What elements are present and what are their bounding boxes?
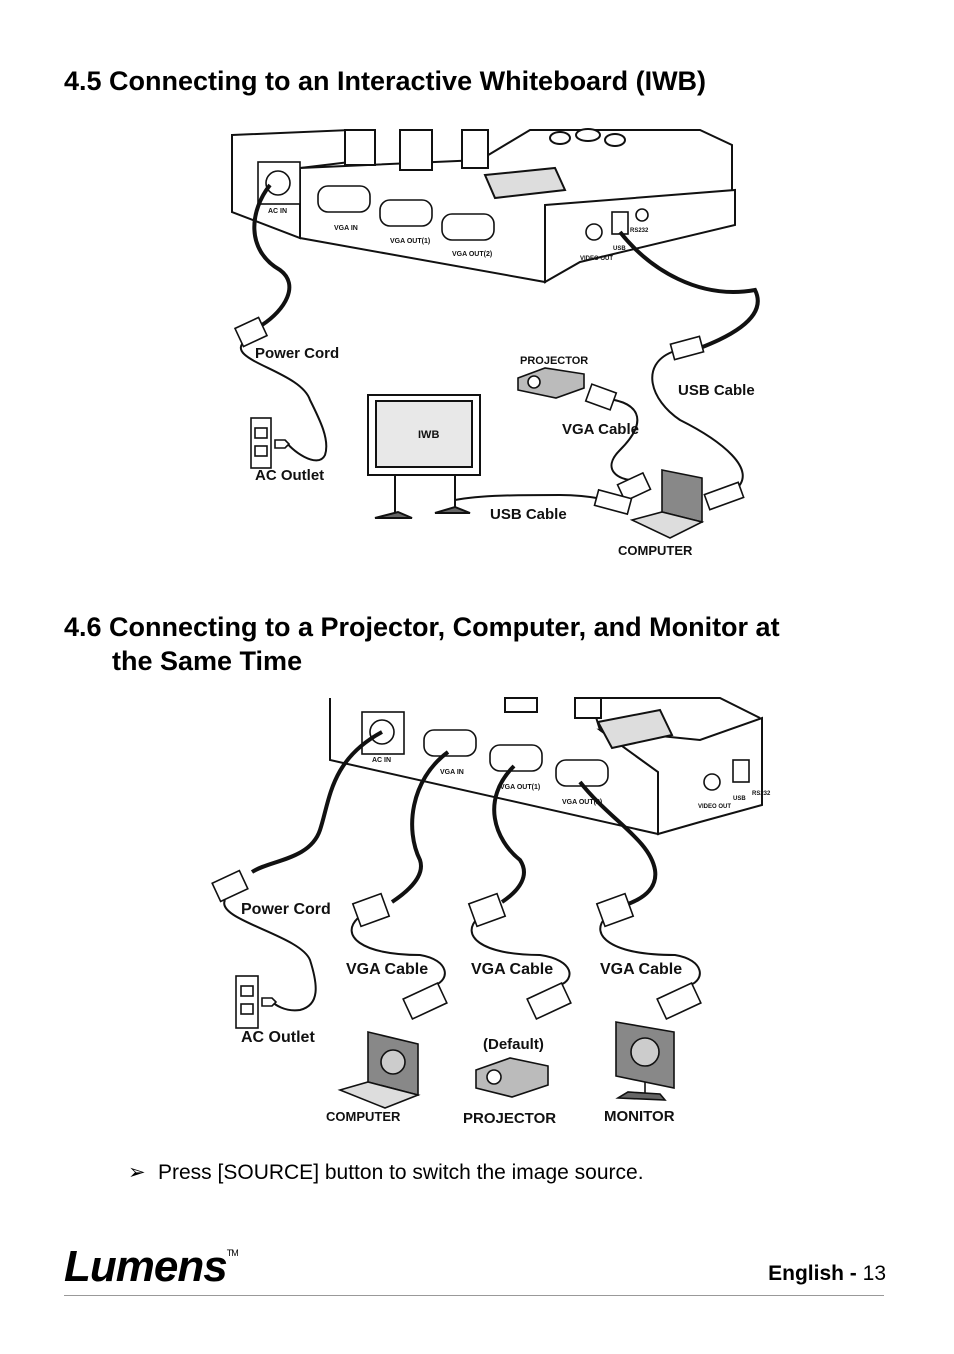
vga-out1-port: [379, 199, 433, 227]
source-note: ➢ Press [SOURCE] button to switch the ima…: [128, 1160, 644, 1185]
usb-cable-label-right: USB Cable: [678, 382, 755, 399]
vga-out2-label-2: VGA OUT(2): [562, 799, 602, 806]
monitor-label-2: MONITOR: [604, 1108, 675, 1125]
vga-cable-thin: [597, 397, 639, 481]
power-cord-thin: [239, 339, 328, 462]
computer-label-1: COMPUTER: [618, 543, 693, 558]
port-row-2: [361, 711, 750, 791]
page-info: English - 13: [768, 1262, 886, 1286]
laptop-1: [629, 469, 705, 539]
ac-outlet-1: [250, 417, 291, 469]
vga-out1-label-2: VGA OUT(1): [500, 784, 540, 791]
usb-label-2: USB: [733, 796, 746, 802]
section-4-6-heading-line1: 4.6 Connecting to a Projector, Computer,…: [64, 612, 780, 642]
footer-divider: [64, 1295, 884, 1296]
rs232-label: RS232: [630, 228, 649, 234]
ac-in-port: [257, 161, 301, 205]
ac-in-label-2: AC IN: [372, 757, 391, 764]
usb-plug-iwb: [593, 488, 633, 516]
power-cord-label-1: Power Cord: [255, 345, 339, 362]
bullet-arrow-icon: ➢: [128, 1161, 146, 1184]
usb-cable-label-bottom: USB Cable: [490, 506, 567, 523]
usb-cable-thin-right: [651, 351, 744, 491]
usb-cable-thin-bottom: [454, 493, 611, 501]
diagram-projector-computer-monitor: AC IN VGA IN VGA OUT(1) VGA OUT(2) VIDEO…: [211, 697, 771, 1127]
power-cord-label-2: Power Cord: [241, 901, 331, 918]
vga-out1-port-2: [489, 744, 543, 772]
ac-outlet-label-1: AC Outlet: [255, 467, 324, 484]
video-out-port: [585, 223, 603, 241]
iwb-board: [367, 394, 481, 519]
vga-cable-label-1: VGA Cable: [562, 421, 639, 438]
power-cord-thin-2: [223, 899, 317, 1012]
usb-port: [611, 211, 629, 235]
default-label: (Default): [483, 1036, 544, 1053]
vga-cable-label-computer: VGA Cable: [346, 961, 428, 978]
ac-in-port-2: [361, 711, 405, 755]
language-label: English: [768, 1262, 844, 1285]
vga-plug-computer: [616, 471, 652, 503]
vga-out2-port: [441, 213, 495, 241]
lumens-logo: LumensTM: [64, 1242, 239, 1292]
ac-outlet-label-2: AC Outlet: [241, 1029, 315, 1046]
rs232-label-2: RS232: [752, 791, 771, 797]
projector-1: [517, 367, 585, 399]
trademark: TM: [226, 1248, 239, 1258]
page-separator: -: [849, 1262, 857, 1285]
vga-in-port: [317, 185, 371, 213]
vga-out1-label: VGA OUT(1): [390, 238, 430, 245]
vga-out2-label: VGA OUT(2): [452, 251, 492, 258]
vga-in-label: VGA IN: [334, 225, 358, 232]
video-out-port-2: [703, 773, 721, 791]
power-cord-thick-2: [250, 730, 383, 874]
power-plug: [233, 316, 269, 348]
computer-label-2: COMPUTER: [326, 1109, 401, 1124]
power-plug-2: [211, 869, 249, 903]
vga-plug-bottom-2: [526, 981, 572, 1021]
brand-name: Lumens: [64, 1242, 228, 1291]
usb-plug-top: [669, 335, 705, 361]
vga-in-label-2: VGA IN: [440, 769, 464, 776]
vga-plug-projector: [584, 383, 618, 411]
vga-cable-thin-3: [599, 917, 701, 986]
usb-port-2: [732, 759, 750, 783]
port-row-1: [257, 161, 649, 241]
laptop-2: [337, 1030, 421, 1109]
projector-2: [475, 1057, 549, 1098]
video-out-label: VIDEO OUT: [580, 256, 613, 262]
iwb-label: IWB: [418, 429, 439, 441]
usb-plug-computer: [703, 481, 745, 511]
usb-cable-thick: [618, 230, 760, 350]
vga-cable-thick-projector: [492, 764, 526, 904]
vga-plug-top-2: [467, 892, 507, 928]
monitor-2: [615, 1021, 675, 1101]
vga-cable-thin-2: [470, 917, 571, 986]
vga-cable-thin-1: [350, 917, 446, 986]
section-4-6-heading-line2: the Same Time: [112, 646, 303, 676]
vga-cable-thick-monitor: [578, 780, 658, 907]
visualizer-device-1: [231, 128, 736, 284]
section-4-5-heading: 4.5 Connecting to an Interactive Whitebo…: [64, 66, 707, 96]
projector-label-1: PROJECTOR: [520, 355, 588, 367]
projector-label-2: PROJECTOR: [463, 1110, 556, 1127]
rs232-port: [635, 208, 649, 222]
section-4-6-heading: 4.6 Connecting to a Projector, Computer,…: [64, 610, 904, 678]
power-cord-thick: [252, 183, 292, 327]
vga-in-port-2: [423, 729, 477, 757]
vga-cable-label-monitor: VGA Cable: [600, 961, 682, 978]
vga-plug-bottom-1: [402, 981, 448, 1021]
vga-plug-top-1: [351, 892, 391, 928]
video-out-label-2: VIDEO OUT: [698, 804, 731, 810]
ac-in-label: AC IN: [268, 208, 287, 215]
page-number: 13: [862, 1262, 886, 1285]
usb-label: USB: [613, 246, 626, 252]
source-note-text: Press [SOURCE] button to switch the imag…: [158, 1161, 644, 1184]
vga-cable-thick-computer: [390, 750, 450, 904]
vga-plug-bottom-3: [656, 981, 702, 1021]
diagram-iwb: AC IN VGA IN VGA OUT(1) VGA OUT(2) VIDEO…: [231, 128, 760, 558]
vga-plug-top-3: [595, 892, 635, 928]
vga-cable-label-projector: VGA Cable: [471, 961, 553, 978]
ac-outlet-2: [235, 975, 278, 1029]
